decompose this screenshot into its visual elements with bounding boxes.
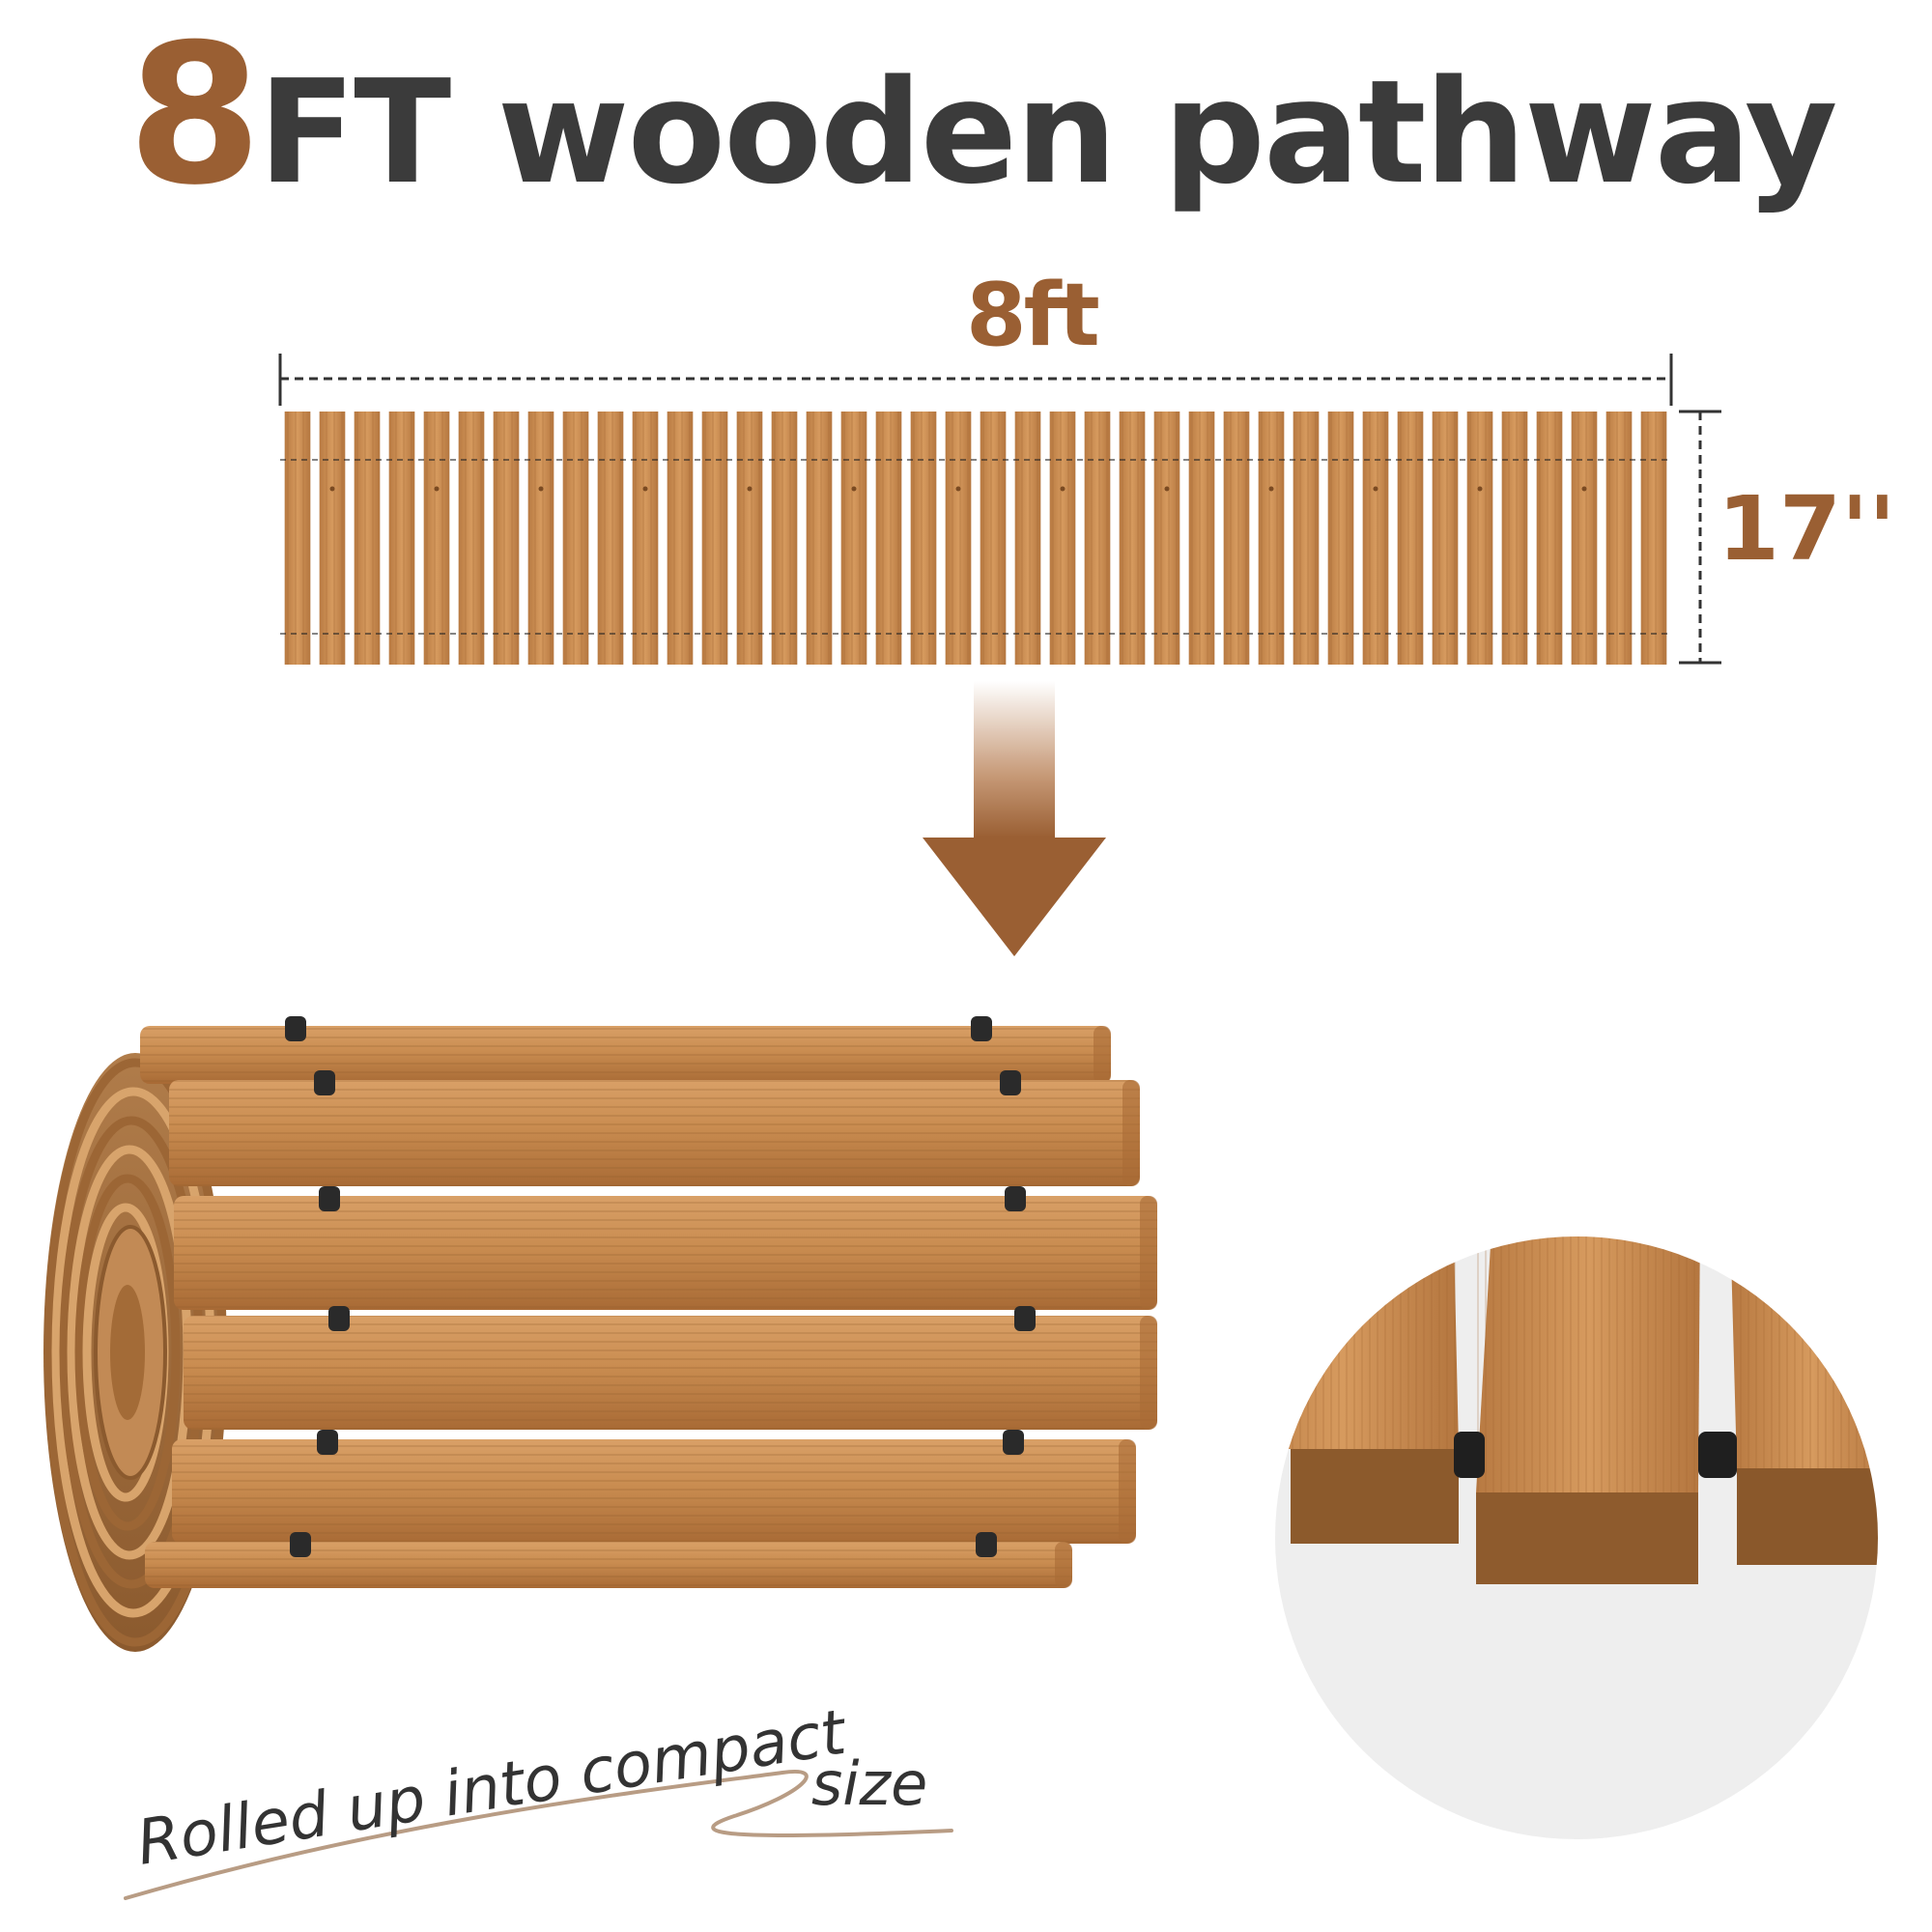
flat-slat [910, 412, 937, 665]
connector [1003, 1430, 1024, 1455]
connector [290, 1532, 311, 1557]
flat-slat [597, 412, 624, 665]
flat-slat [1571, 412, 1598, 665]
caption-main: Rolled up into compact [132, 1696, 853, 1879]
caption-tail: size [811, 1748, 927, 1819]
flat-slat [980, 412, 1007, 665]
flat-slat [1397, 412, 1424, 665]
rolled-slat [169, 1070, 1140, 1186]
connector [971, 1016, 992, 1041]
connector [976, 1532, 997, 1557]
connector [314, 1070, 335, 1095]
length-dimension-line [278, 354, 1673, 406]
width-label: 17'' [1718, 477, 1896, 581]
flat-slat [458, 412, 485, 665]
flat-slat [1258, 412, 1285, 665]
flat-slat [1605, 412, 1633, 665]
flat-slat [1153, 412, 1180, 665]
flat-slat [632, 412, 659, 665]
flat-slat [1188, 412, 1215, 665]
connector [317, 1430, 338, 1455]
caption-swash [124, 1770, 953, 1900]
flat-slat [1362, 412, 1389, 665]
flat-slat [771, 412, 798, 665]
headline-number: 8 [128, 3, 262, 228]
slat-closeup [1275, 1236, 1878, 1839]
connector [285, 1016, 306, 1041]
flat-slat [1014, 412, 1041, 665]
flat-slat [1327, 412, 1354, 665]
flat-slat [1084, 412, 1111, 665]
rolled-slat [172, 1430, 1136, 1544]
rolled-pathway [43, 1016, 1157, 1652]
length-label: 8ft [966, 265, 1100, 366]
flat-slat [284, 412, 311, 665]
flat-slat [875, 412, 902, 665]
flat-slat [319, 412, 346, 665]
flat-slat [1536, 412, 1563, 665]
flat-slat [1223, 412, 1250, 665]
flat-slat [701, 412, 728, 665]
flat-slat [806, 412, 833, 665]
headline-text: FT wooden pathway [258, 49, 1837, 215]
connector [1000, 1070, 1021, 1095]
connector [1005, 1186, 1026, 1211]
coil-ring [74, 1174, 181, 1531]
rolled-slat [184, 1306, 1157, 1430]
arrow-down-icon [923, 681, 1106, 956]
flat-slat [562, 412, 589, 665]
rolled-slat [140, 1016, 1111, 1084]
flat-slat [1119, 412, 1146, 665]
width-dimension-line [1679, 410, 1721, 665]
flat-slat [354, 412, 381, 665]
flat-pathway [284, 412, 1667, 665]
rolled-slat [145, 1532, 1072, 1588]
connector [1014, 1306, 1036, 1331]
flat-slat [1293, 412, 1320, 665]
flat-slat [1049, 412, 1076, 665]
flat-slat [527, 412, 554, 665]
flat-slat [1466, 412, 1493, 665]
flat-slat [736, 412, 763, 665]
flat-slat [840, 412, 867, 665]
connector [319, 1186, 340, 1211]
flat-slat [423, 412, 450, 665]
flat-slat [388, 412, 415, 665]
flat-slat [1640, 412, 1667, 665]
flat-slat [493, 412, 520, 665]
flat-slat [667, 412, 694, 665]
connector [328, 1306, 350, 1331]
rolled-slat [174, 1186, 1157, 1310]
flat-slat [945, 412, 972, 665]
flat-slat [1501, 412, 1528, 665]
headline: 8FT wooden pathway [128, 19, 1837, 215]
flat-slat [1432, 412, 1459, 665]
